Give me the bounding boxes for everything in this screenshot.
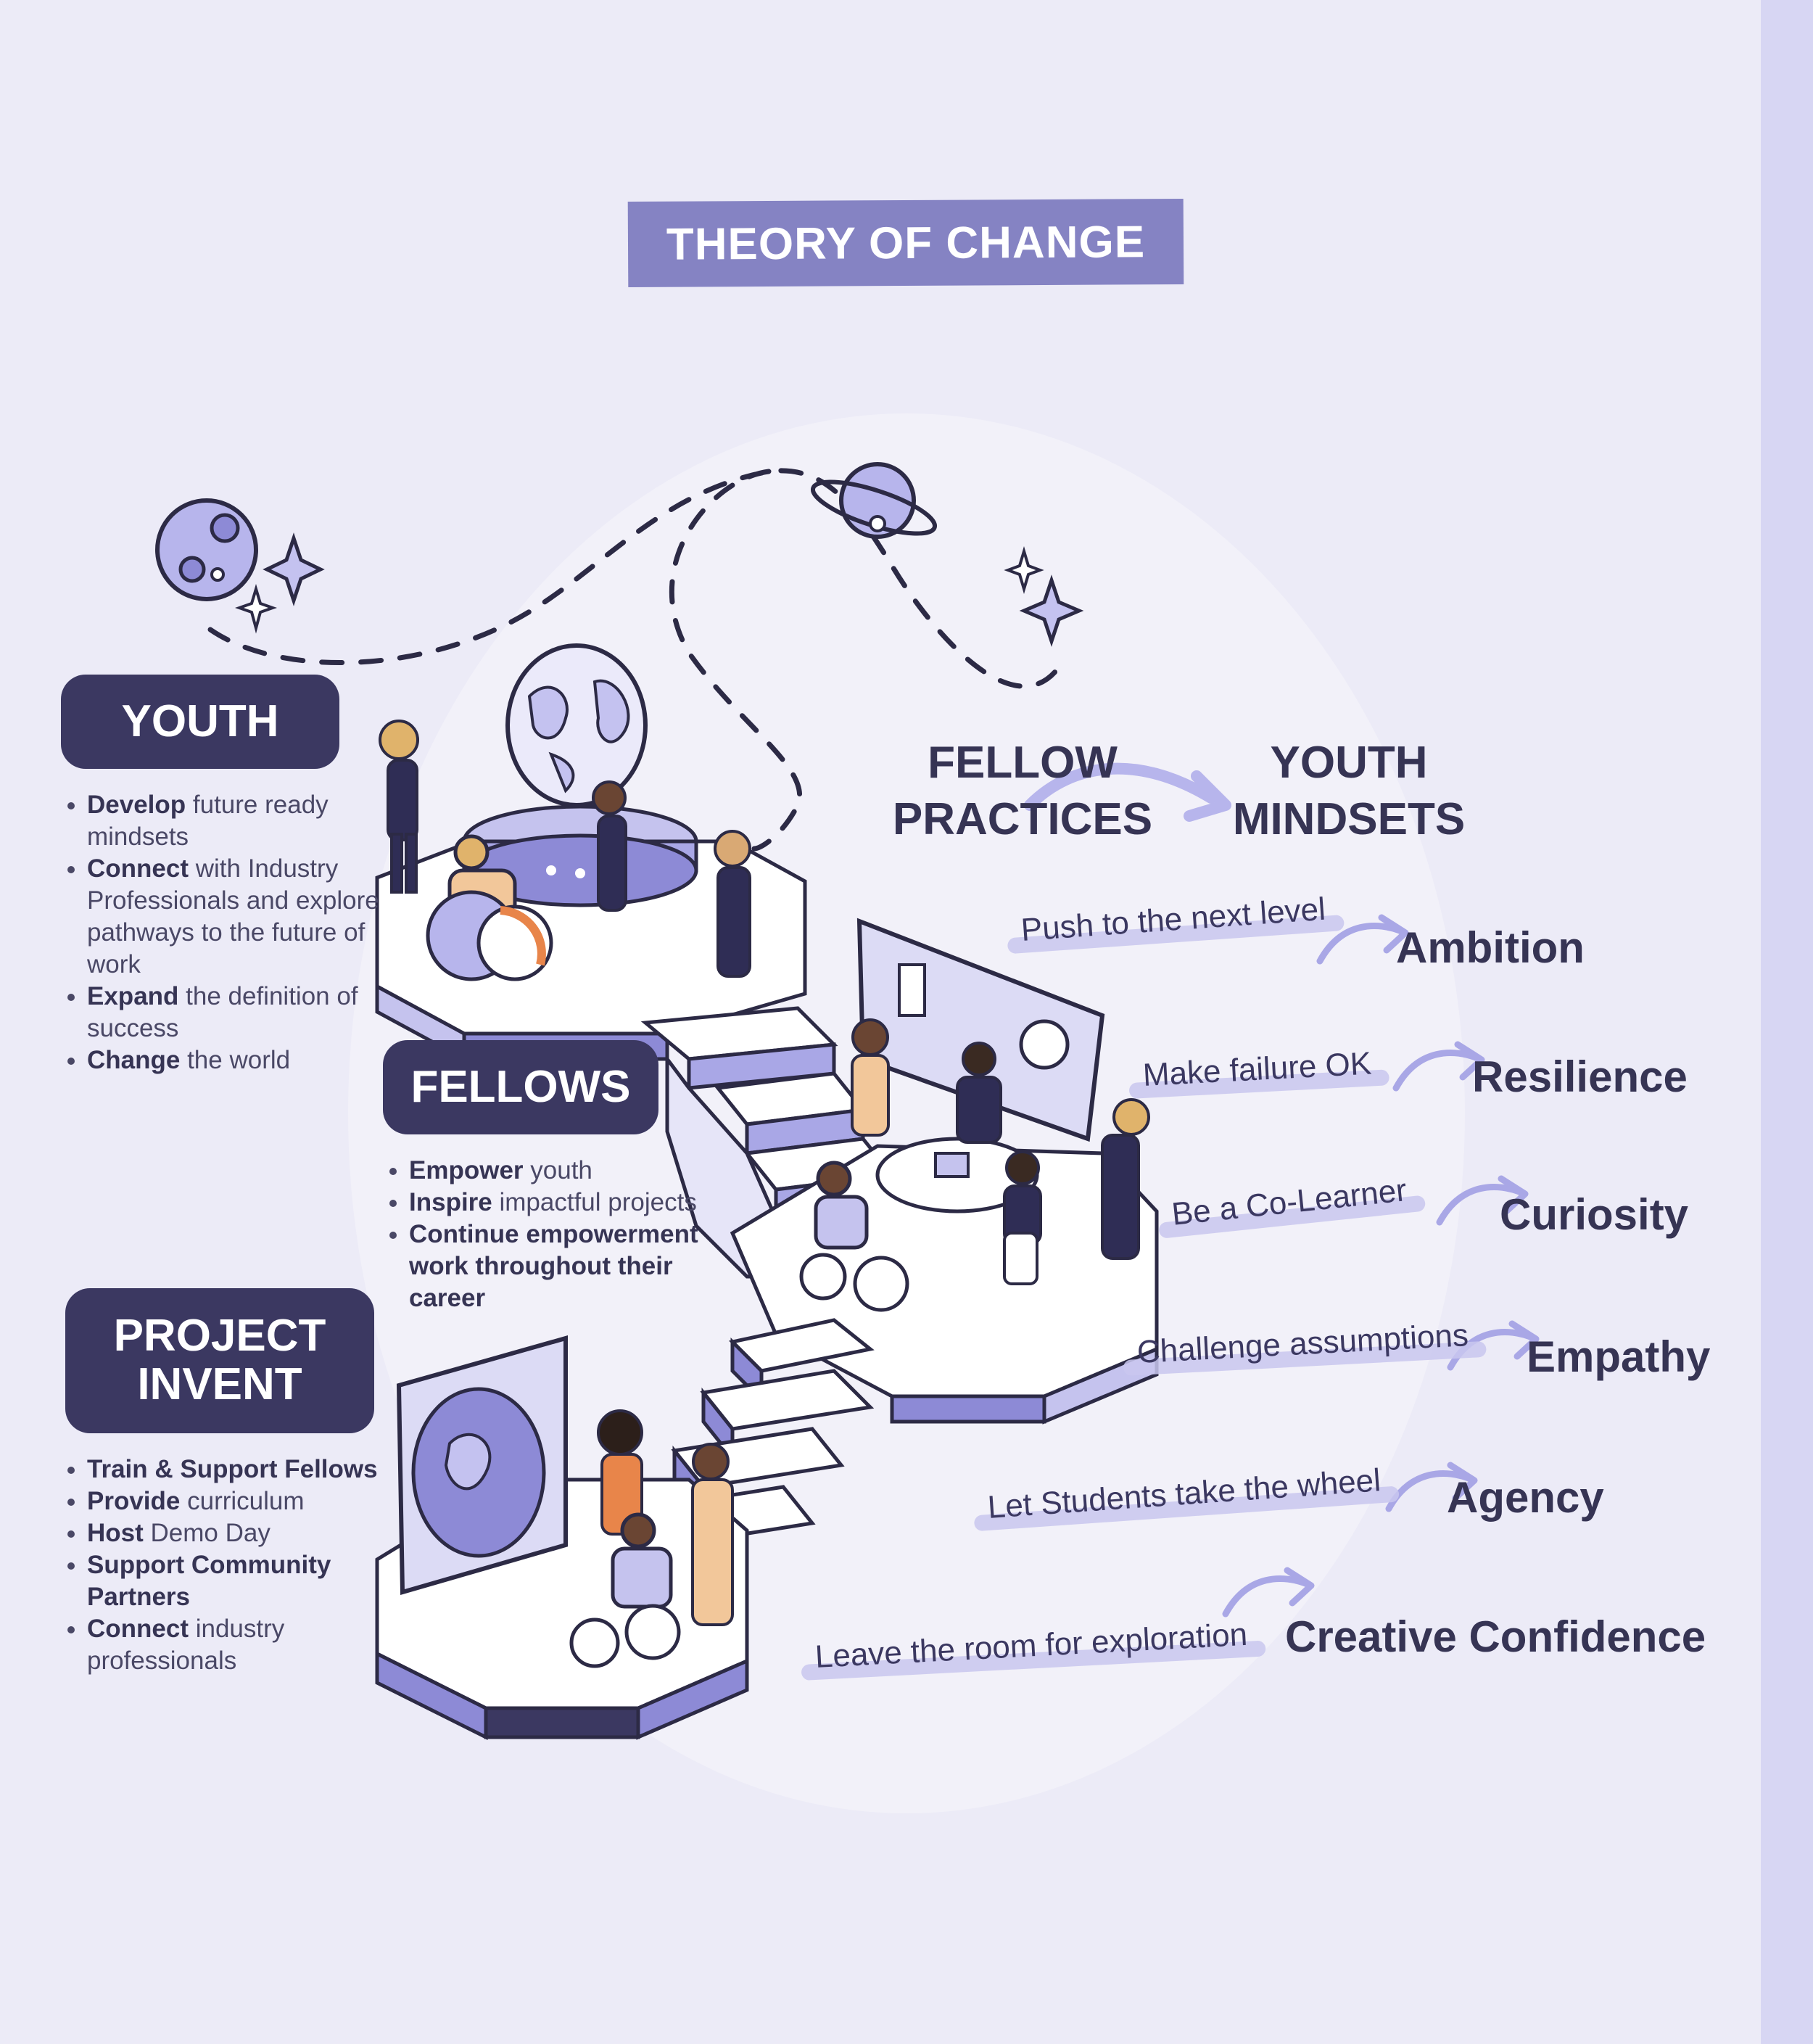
person-figure bbox=[597, 1409, 643, 1536]
fellows-label: FELLOWS bbox=[410, 1061, 631, 1112]
fellows-pill: FELLOWS bbox=[383, 1040, 658, 1134]
person-figure bbox=[714, 830, 751, 978]
wheelchair-user bbox=[569, 1512, 681, 1668]
project-invent-pill: PROJECT INVENT bbox=[65, 1288, 374, 1433]
list-item: Inspire impactful projects bbox=[409, 1187, 728, 1219]
person-figure bbox=[956, 1042, 1002, 1144]
arrow-icon bbox=[1024, 762, 1217, 811]
mindset-label: Agency bbox=[1447, 1473, 1604, 1522]
person-figure bbox=[1003, 1150, 1042, 1285]
youth-list: Develop future ready mindsets Connect wi… bbox=[59, 789, 392, 1076]
list-item: Change the world bbox=[87, 1044, 392, 1076]
list-item: Train & Support Fellows bbox=[87, 1454, 406, 1485]
youth-pill: YOUTH bbox=[61, 675, 339, 769]
dashed-path bbox=[207, 468, 1062, 852]
mindset-label: Curiosity bbox=[1500, 1190, 1689, 1239]
mindset-label: Resilience bbox=[1472, 1052, 1688, 1101]
project-invent-line-2: INVENT bbox=[137, 1359, 302, 1409]
person-figure bbox=[592, 780, 627, 912]
sparkle-icon bbox=[263, 532, 325, 606]
right-edge-strip bbox=[1761, 0, 1813, 2044]
sparkle-icon bbox=[234, 584, 278, 634]
list-item: Host Demo Day bbox=[87, 1517, 406, 1549]
mindset-label: Creative Confidence bbox=[1285, 1612, 1706, 1661]
youth-mindsets-line-1: YOUTH bbox=[1270, 738, 1428, 788]
list-item: Provide curriculum bbox=[87, 1485, 406, 1517]
youth-label: YOUTH bbox=[121, 696, 279, 746]
person-figure bbox=[379, 720, 419, 894]
sparkle-icon bbox=[1019, 574, 1084, 647]
ringed-planet-icon bbox=[810, 462, 938, 539]
wheelchair-user bbox=[799, 1161, 909, 1312]
list-item: Connect with Industry Professionals and … bbox=[87, 853, 392, 981]
list-item: Expand the definition of success bbox=[87, 981, 392, 1044]
project-invent-line-1: PROJECT bbox=[113, 1311, 326, 1361]
title-banner: THEORY OF CHANGE bbox=[627, 198, 1184, 288]
person-figure bbox=[1101, 1098, 1150, 1260]
list-item: Empower youth bbox=[409, 1155, 728, 1187]
fellow-practices-line-2: PRACTICES bbox=[892, 794, 1153, 844]
page-title: THEORY OF CHANGE bbox=[666, 216, 1146, 270]
list-item: Connect industry professionals bbox=[87, 1613, 406, 1677]
sparkle-icon bbox=[1004, 546, 1044, 594]
person-figure bbox=[851, 1018, 890, 1137]
fellows-list: Empower youth Inspire impactful projects… bbox=[381, 1155, 728, 1314]
mindset-label: Empathy bbox=[1527, 1332, 1711, 1381]
fellow-practices-heading: FELLOW PRACTICES bbox=[870, 735, 1175, 848]
list-item: Continue empowerment work throughout the… bbox=[409, 1219, 728, 1314]
list-item: Develop future ready mindsets bbox=[87, 789, 392, 853]
youth-mindsets-line-2: MINDSETS bbox=[1232, 794, 1466, 844]
project-invent-list: Train & Support Fellows Provide curricul… bbox=[59, 1454, 406, 1677]
top-platform bbox=[375, 643, 807, 1063]
list-item: Support Community Partners bbox=[87, 1549, 406, 1613]
wheelchair-user bbox=[426, 834, 553, 981]
bottom-platform bbox=[375, 1335, 749, 1741]
fellow-practices-line-1: FELLOW bbox=[928, 738, 1118, 788]
person-figure bbox=[691, 1443, 734, 1626]
mindset-label: Ambition bbox=[1396, 923, 1585, 972]
moon-icon bbox=[155, 498, 258, 601]
youth-mindsets-heading: YOUTH MINDSETS bbox=[1218, 735, 1479, 848]
